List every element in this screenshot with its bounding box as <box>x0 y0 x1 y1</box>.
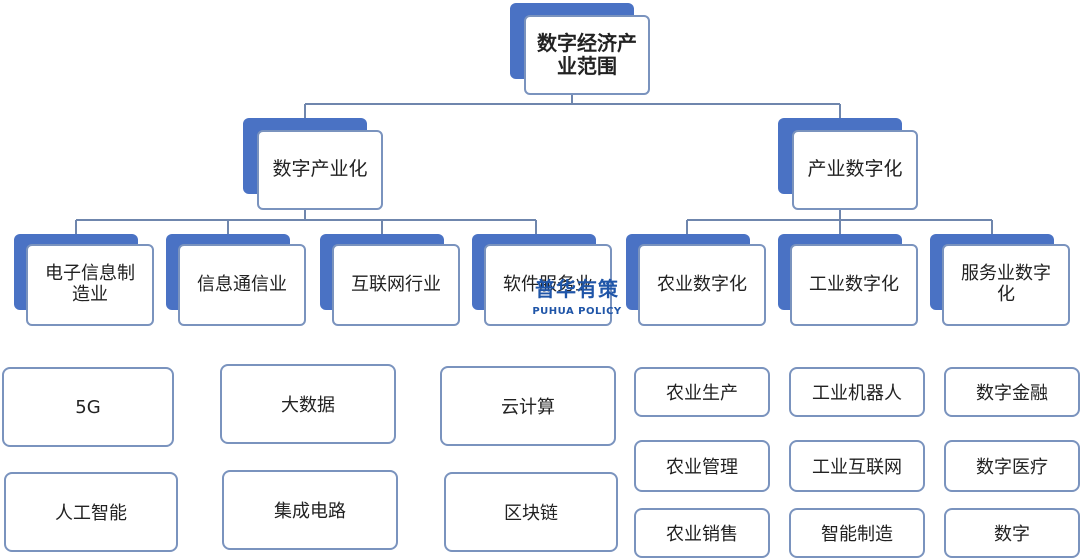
leaf-5g: 5G <box>2 367 174 447</box>
leaf-cloud-computing: 云计算 <box>440 366 616 446</box>
category-label: 服务业数字 化 <box>942 244 1070 326</box>
leaf-blockchain: 区块链 <box>444 472 618 552</box>
leaf-agri-sales: 农业销售 <box>634 508 770 558</box>
category-label: 软件服务业 <box>484 244 612 326</box>
leaf-big-data: 大数据 <box>220 364 396 444</box>
branch-label: 产业数字化 <box>792 130 918 210</box>
leaf-artificial-intelligence: 人工智能 <box>4 472 178 552</box>
category-label: 工业数字化 <box>790 244 918 326</box>
leaf-agri-production: 农业生产 <box>634 367 770 417</box>
leaf-digital-finance: 数字金融 <box>944 367 1080 417</box>
category-service-digitalization: 服务业数字 化 <box>930 234 1072 328</box>
leaf-industrial-internet: 工业互联网 <box>789 440 925 492</box>
category-industry-digitalization: 工业数字化 <box>778 234 920 328</box>
leaf-digital-healthcare: 数字医疗 <box>944 440 1080 492</box>
leaf-agri-management: 农业管理 <box>634 440 770 492</box>
root-node-label: 数字经济产 业范围 <box>524 15 650 95</box>
category-label: 信息通信业 <box>178 244 306 326</box>
branch-industrial-digitalization: 产业数字化 <box>778 118 920 212</box>
category-electronic-manufacturing: 电子信息制 造业 <box>14 234 156 328</box>
category-information-communication: 信息通信业 <box>166 234 308 328</box>
root-node: 数字经济产 业范围 <box>510 3 652 95</box>
leaf-digital: 数字 <box>944 508 1080 558</box>
leaf-integrated-circuit: 集成电路 <box>222 470 398 550</box>
category-label: 农业数字化 <box>638 244 766 326</box>
leaf-industrial-robot: 工业机器人 <box>789 367 925 417</box>
branch-label: 数字产业化 <box>257 130 383 210</box>
category-label: 互联网行业 <box>332 244 460 326</box>
leaf-smart-manufacturing: 智能制造 <box>789 508 925 558</box>
branch-digital-industrialization: 数字产业化 <box>243 118 385 212</box>
category-internet: 互联网行业 <box>320 234 462 328</box>
category-label: 电子信息制 造业 <box>26 244 154 326</box>
category-software-services: 软件服务业 <box>472 234 614 328</box>
category-agriculture-digitalization: 农业数字化 <box>626 234 768 328</box>
